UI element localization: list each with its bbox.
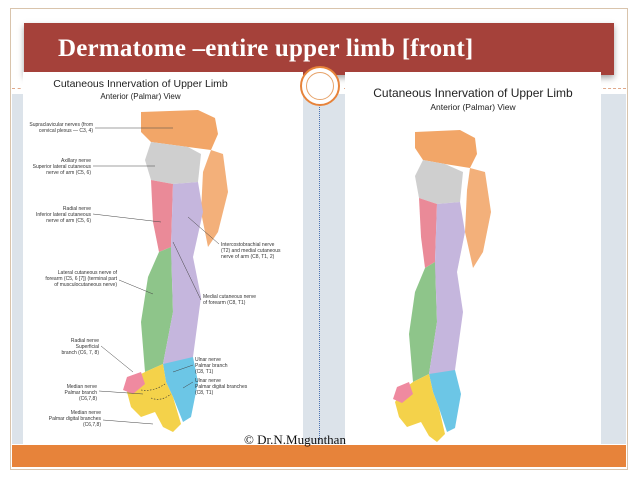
slide-frame xyxy=(10,8,628,470)
left-figure-subtitle: Anterior (Palmar) View xyxy=(100,92,181,101)
decorative-circle-icon xyxy=(300,66,340,106)
label-radial-superficial: Radial nerve Superficial branch (C6, 7, … xyxy=(61,338,99,356)
left-arm-diagram xyxy=(92,110,228,432)
label-median-palmar: Median nerve Palmar branch (C6,7,8) xyxy=(64,384,97,402)
label-intercostobrachial: Intercostobrachial nerve (T2) and medial… xyxy=(221,242,281,260)
label-radial-inferior: Radial nerve Inferior lateral cutaneous … xyxy=(35,206,91,224)
label-ulnar-digital: Ulnar nerve Palmar digital branches (C8,… xyxy=(195,378,248,396)
label-median-digital: Median nerve Palmar digital branches (C6… xyxy=(48,410,101,428)
label-supraclavicular: Supraclavicular nerves (from cervical pl… xyxy=(29,122,93,134)
footer-bar xyxy=(12,445,626,467)
label-lateral-cutaneous-forearm: Lateral cutaneous nerve of forearm (C5, … xyxy=(45,270,117,288)
right-arm-diagram xyxy=(393,130,491,442)
copyright-text: © Dr.N.Mugunthan xyxy=(244,432,346,447)
divider-dotted xyxy=(12,88,32,89)
left-figure-title: Cutaneous Innervation of Upper Limb xyxy=(53,78,228,90)
left-figure-panel: Cutaneous Innervation of Upper Limb Ante… xyxy=(23,72,303,444)
right-figure-subtitle: Anterior (Palmar) View xyxy=(430,102,516,112)
panel-divider xyxy=(319,104,320,440)
slide-title: Dermatome –entire upper limb [front] xyxy=(58,35,474,62)
title-bar: Dermatome –entire upper limb [front] xyxy=(24,23,614,75)
label-ulnar-palmar: Ulnar nerve Palmar branch (C8, T1) xyxy=(195,357,228,375)
right-figure-panel: Cutaneous Innervation of Upper Limb Ante… xyxy=(345,72,601,444)
label-medial-cutaneous-forearm: Medial cutaneous nerve of forearm (C8, T… xyxy=(203,294,257,306)
label-axillary: Axillary nerve Superior lateral cutaneou… xyxy=(32,158,91,176)
right-figure-title: Cutaneous Innervation of Upper Limb xyxy=(373,86,573,100)
